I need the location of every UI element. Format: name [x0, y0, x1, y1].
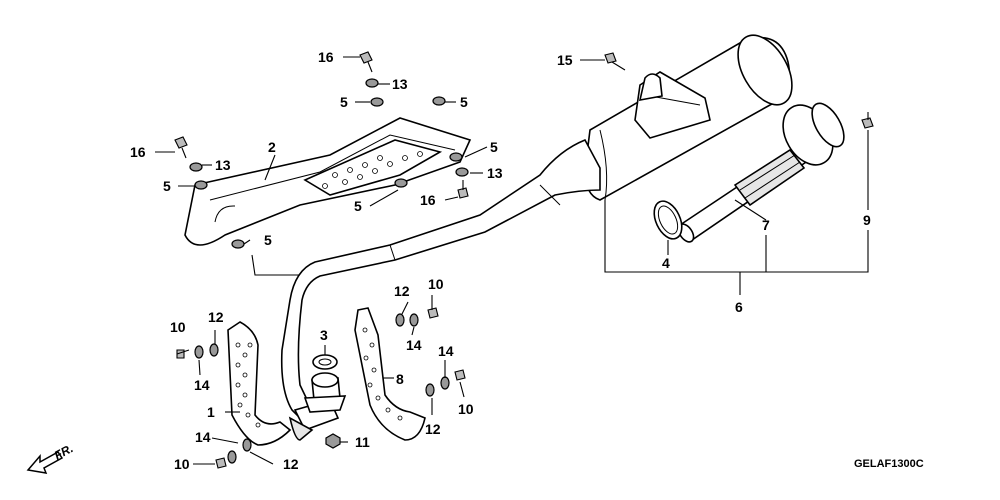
callout-12-right: 12: [425, 421, 441, 437]
exhaust-gasket: [303, 354, 347, 413]
callout-5-top-right: 5: [460, 94, 468, 110]
heat-shield-upper: [184, 117, 472, 246]
callout-9: 9: [863, 212, 871, 228]
callout-10-center: 10: [428, 276, 444, 292]
callout-8: 8: [396, 371, 404, 387]
callout-13-left: 13: [215, 157, 231, 173]
callout-5-top-left: 5: [340, 94, 348, 110]
callout-14-bottom: 14: [195, 429, 211, 445]
nut-11: [325, 433, 341, 449]
callout-7: 7: [762, 217, 770, 233]
callout-14-center: 14: [406, 337, 422, 353]
callout-11: 11: [355, 434, 370, 450]
callout-10-left: 10: [170, 319, 186, 335]
heat-shield-upper-holes: [322, 151, 423, 189]
callout-3: 3: [320, 327, 328, 343]
protector-lower-right: [354, 307, 426, 441]
callout-12-left: 12: [208, 309, 224, 325]
callout-10-right: 10: [458, 401, 474, 417]
callout-labels: 16 13 5 5 16 13 5 2 5 13 5 16 5 15 4 7 9…: [130, 49, 871, 472]
callout-5-center: 5: [354, 198, 362, 214]
callout-2: 2: [268, 139, 276, 155]
callout-12-bottom: 12: [283, 456, 299, 472]
front-direction-indicator: FR.: [26, 441, 75, 474]
muffler-body: [584, 34, 793, 201]
callout-5-left: 5: [163, 178, 171, 194]
callout-6: 6: [735, 299, 743, 315]
callout-16-right: 16: [420, 192, 436, 208]
gasket-ring: [653, 200, 683, 240]
callout-5-lower: 5: [264, 232, 272, 248]
callout-16-left: 16: [130, 144, 146, 160]
diagram-code: GELAF1300C: [854, 458, 924, 470]
callout-14-right: 14: [438, 343, 454, 359]
protector-lower-right-holes: [362, 327, 403, 421]
callout-10-bottom: 10: [174, 456, 190, 472]
callout-1: 1: [207, 404, 215, 420]
callout-13-top: 13: [392, 76, 408, 92]
callout-16-top: 16: [318, 49, 334, 65]
callout-5-right: 5: [490, 139, 498, 155]
callout-4: 4: [662, 255, 670, 271]
callout-12-center: 12: [394, 283, 410, 299]
callout-15: 15: [557, 52, 573, 68]
protector-lower-left-holes: [235, 342, 261, 428]
front-arrow-icon: [26, 451, 64, 474]
protector-lower-left: [227, 321, 292, 446]
hardware: [174, 51, 874, 469]
muffler-inner-pipe: [677, 102, 845, 243]
callout-13-right: 13: [487, 165, 503, 181]
callout-14-left: 14: [194, 377, 210, 393]
leader-lines: [155, 56, 869, 465]
